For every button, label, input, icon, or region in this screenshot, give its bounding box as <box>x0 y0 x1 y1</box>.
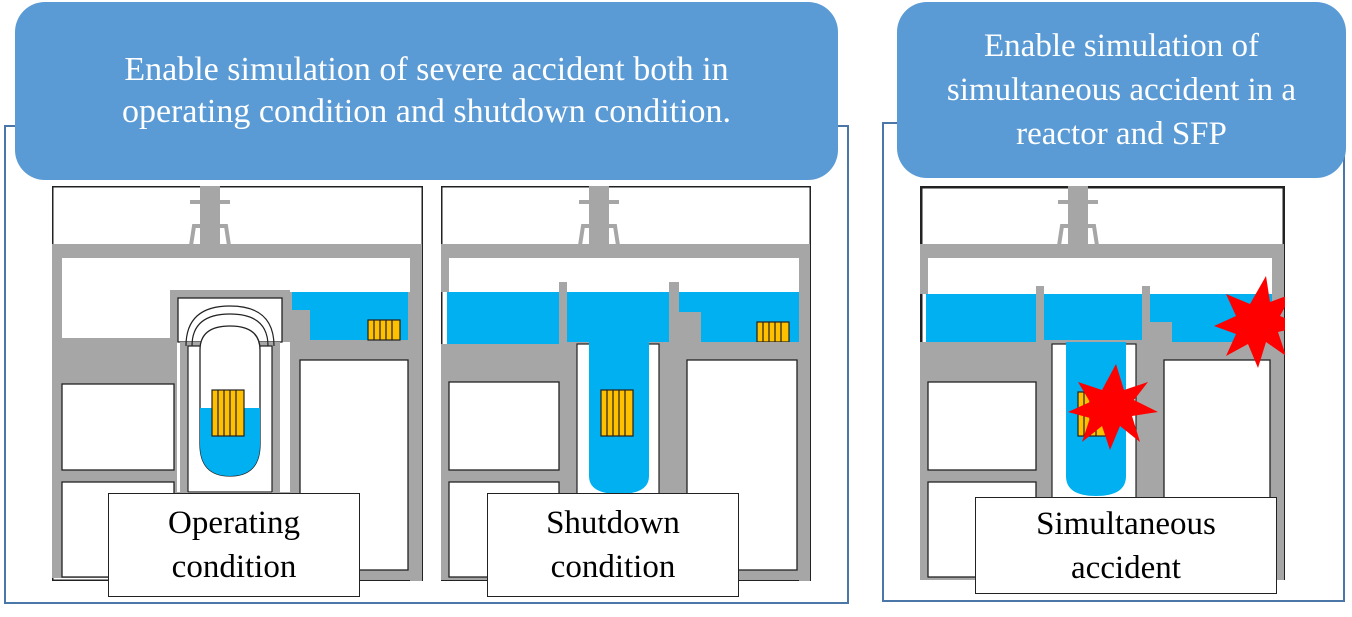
fuel-assembly-icon <box>367 319 401 341</box>
right-banner: Enable simulation of simultaneous accide… <box>897 2 1346 178</box>
left-banner: Enable simulation of severe accident bot… <box>15 2 838 180</box>
crane-icon <box>577 186 621 253</box>
left-banner-line1: Enable simulation of severe accident bot… <box>124 51 729 88</box>
simultaneous-accident-label: Simultaneous accident <box>975 497 1277 594</box>
fuel-assembly-icon <box>756 321 790 343</box>
crane-icon <box>1056 186 1100 253</box>
crane-icon <box>188 186 232 253</box>
right-banner-line3: reactor and SFP <box>1016 116 1227 152</box>
fuel-assembly-icon <box>600 389 634 437</box>
left-banner-line2: operating condition and shutdown conditi… <box>121 93 732 130</box>
explosion-icon <box>1214 276 1285 368</box>
fuel-assembly-icon <box>211 389 245 437</box>
shutdown-condition-label: Shutdown condition <box>487 493 739 597</box>
explosion-icon <box>1068 364 1158 450</box>
right-banner-line2: simultaneous accident in a <box>946 72 1297 108</box>
right-banner-line1: Enable simulation of <box>984 28 1259 64</box>
operating-condition-label: Operating condition <box>108 493 360 597</box>
